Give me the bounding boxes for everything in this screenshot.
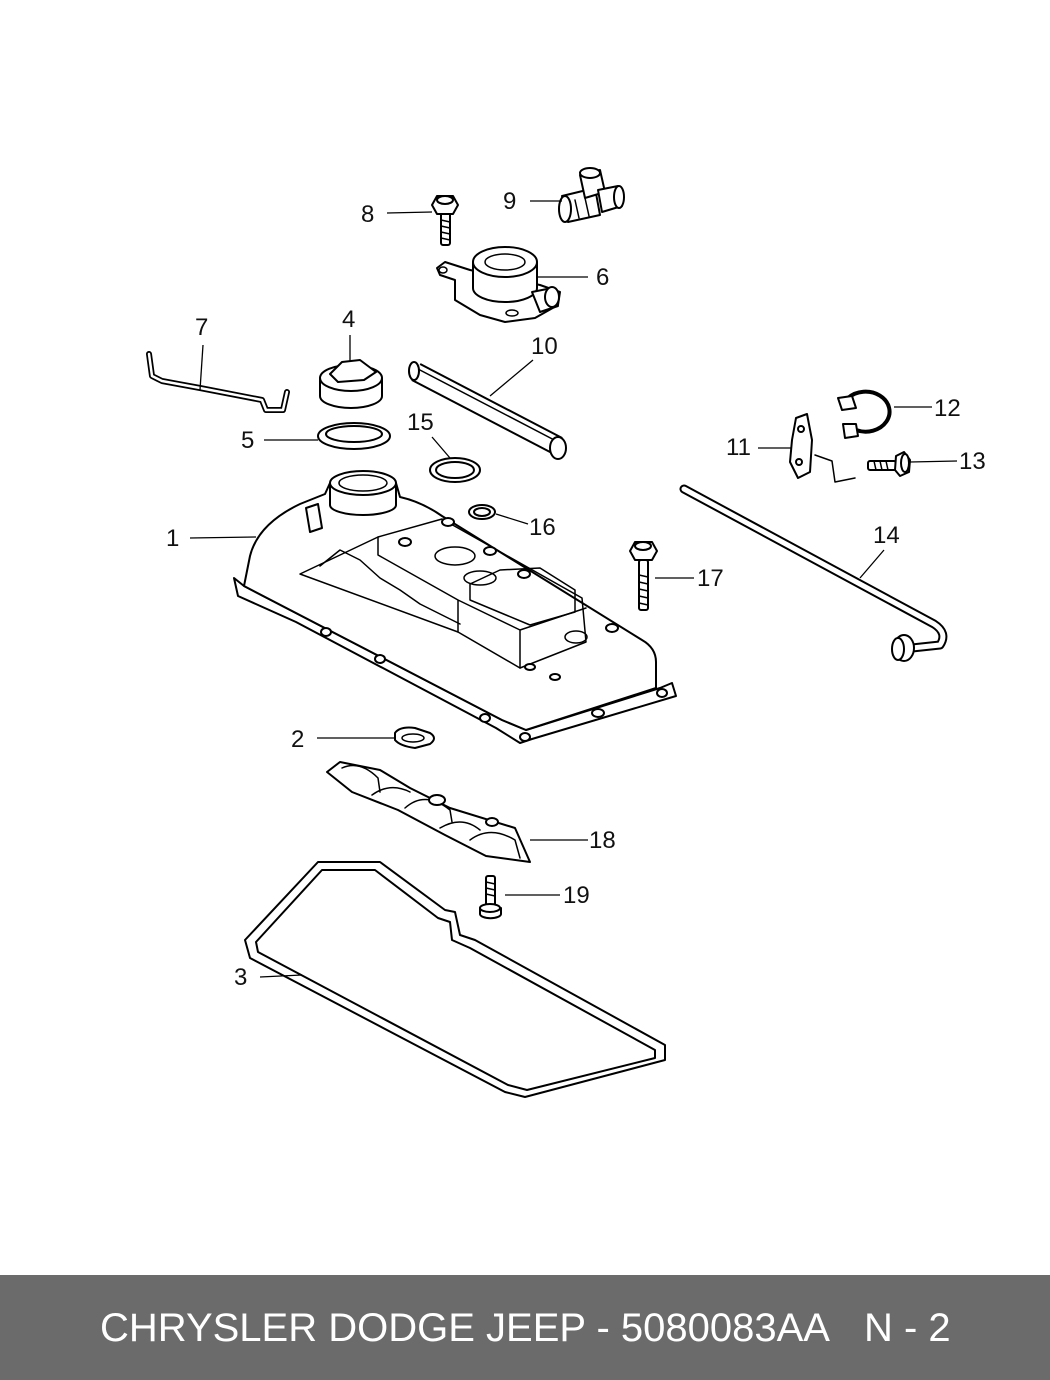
callout-8: 8 xyxy=(361,201,374,228)
part-15-o-ring xyxy=(429,457,481,483)
part-19-bolt xyxy=(479,875,502,920)
part-5-seal-ring xyxy=(317,422,391,450)
callout-7: 7 xyxy=(195,314,208,341)
callout-19: 19 xyxy=(563,882,590,909)
callout-17: 17 xyxy=(697,565,724,592)
part-3-cover-gasket xyxy=(244,861,666,1098)
leader-3 xyxy=(259,974,303,978)
leader-14 xyxy=(859,549,885,579)
callout-11: 11 xyxy=(726,434,751,461)
part-17-bolt xyxy=(629,541,658,611)
leader-1 xyxy=(189,536,257,539)
part-4-oil-filler-cap xyxy=(319,359,383,409)
leader-16 xyxy=(495,513,529,525)
callout-9: 9 xyxy=(503,188,516,215)
leader-8 xyxy=(386,211,433,214)
footer-part-title: CHRYSLER DODGE JEEP - 5080083AA xyxy=(100,1306,830,1350)
callout-labels: 8 9 6 7 4 10 12 11 13 5 15 16 1 14 17 2 … xyxy=(166,188,986,991)
part-1-valve-cover xyxy=(233,470,677,744)
footer-page-label: N - 2 xyxy=(864,1306,951,1350)
leader-7 xyxy=(199,344,204,391)
callout-3: 3 xyxy=(234,964,247,991)
part-12-clamp xyxy=(837,389,892,439)
part-8-bolt xyxy=(431,195,459,246)
callout-1: 1 xyxy=(166,525,179,552)
part-13-bolt xyxy=(867,451,911,477)
exploded-parts-diagram: 8 9 6 7 4 10 12 11 13 5 15 16 1 14 17 2 … xyxy=(146,167,986,1098)
part-11-bracket xyxy=(789,413,813,479)
callout-10: 10 xyxy=(531,333,558,360)
part-14-ventilation-tube xyxy=(679,484,948,662)
leader-13 xyxy=(909,460,958,463)
leader-10 xyxy=(489,359,534,397)
leader-lines xyxy=(189,200,958,978)
callout-16: 16 xyxy=(529,514,556,541)
callout-18: 18 xyxy=(589,827,616,854)
part-7-wire-bracket xyxy=(146,351,290,413)
callout-6: 6 xyxy=(596,264,609,291)
callout-4: 4 xyxy=(342,306,355,333)
callout-15: 15 xyxy=(407,409,434,436)
part-6-pcv-valve-housing xyxy=(436,246,561,323)
part-10-seal-strip xyxy=(408,361,567,460)
footer-bar: CHRYSLER DODGE JEEP - 5080083AA N - 2 xyxy=(0,1275,1050,1380)
assembly-line-11-13 xyxy=(814,454,856,483)
callout-13: 13 xyxy=(959,448,986,475)
part-9-elbow-fitting xyxy=(558,167,625,223)
callout-2: 2 xyxy=(291,726,304,753)
part-18-baffle xyxy=(326,761,531,863)
callout-5: 5 xyxy=(241,427,254,454)
callout-14: 14 xyxy=(873,522,900,549)
callout-12: 12 xyxy=(934,395,961,422)
part-16-small-seal xyxy=(468,504,496,520)
part-2-gasket xyxy=(394,726,435,749)
leader-15 xyxy=(431,436,451,459)
